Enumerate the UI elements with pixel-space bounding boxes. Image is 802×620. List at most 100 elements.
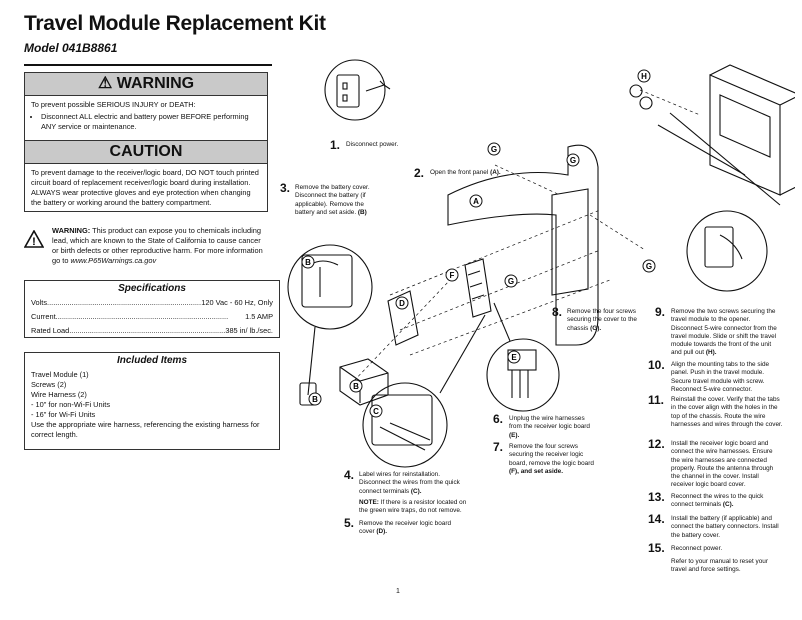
spec-label: Rated Load xyxy=(31,326,70,335)
page-number: 1 xyxy=(396,588,400,595)
included-item: Use the appropriate wire harness, refere… xyxy=(31,420,260,439)
step-text: Remove the receiver logic board cover (D… xyxy=(359,520,459,537)
step-ref: (D). xyxy=(376,528,388,536)
step-number: 11. xyxy=(648,393,665,407)
step-text-body: Install the battery (if applicable) and … xyxy=(671,515,779,539)
step-ref: (H). xyxy=(705,349,717,357)
step-ref: (C). xyxy=(722,501,734,509)
step-text: Disconnect power. xyxy=(346,141,456,149)
included-items-title: Included Items xyxy=(116,355,187,366)
included-item: Wire Harness (2) xyxy=(31,390,87,399)
caution-triangle-icon: ! xyxy=(24,230,44,248)
logic-board-cover-part xyxy=(387,290,419,346)
specifications-title: Specifications xyxy=(118,283,186,294)
prop65-link[interactable]: www.P65Warnings.ca.gov xyxy=(70,256,157,265)
callout-letter-d: D xyxy=(399,299,405,308)
step-text: Reconnect the wires to the quick connect… xyxy=(671,493,783,510)
power-plug-icon xyxy=(365,80,391,92)
step-ref: (F), and set aside. xyxy=(509,467,563,475)
step-ref: (E). xyxy=(509,431,520,439)
caution-body: To prevent damage to the receiver/logic … xyxy=(25,164,267,212)
step-text-body: Remove the four screws securing the cove… xyxy=(567,308,637,332)
step-text: Reinstall the cover. Verify that the tab… xyxy=(671,396,783,429)
step-text-body: Open the front panel xyxy=(430,169,489,176)
step-text-body: Unplug the wire harnesses from the recei… xyxy=(509,415,590,431)
spec-leader: ........................................… xyxy=(47,298,202,307)
warning-bullet: Disconnect ALL electric and battery powe… xyxy=(41,112,261,132)
step-footer-text: Refer to your manual to reset your trave… xyxy=(671,558,768,574)
receiver-logic-board-part xyxy=(464,258,492,318)
note-label: NOTE: xyxy=(359,498,379,506)
step-text-body: Install the receiver logic board and con… xyxy=(671,440,774,489)
document-title: Travel Module Replacement Kit xyxy=(24,12,326,35)
step-text-body: Disconnect power. xyxy=(346,141,399,148)
callout-letter-f: F xyxy=(450,271,455,280)
warning-header: ⚠ WARNING xyxy=(25,73,267,96)
step-text: Reconnect power. xyxy=(671,545,783,553)
harness-detail-circle xyxy=(486,338,560,412)
caution-heading: CAUTION xyxy=(109,143,183,160)
step-text: Open the front panel (A). xyxy=(430,169,550,177)
callout-letter-g: G xyxy=(646,262,652,271)
step-text: Label wires for reinstallation. Disconne… xyxy=(359,471,469,515)
included-items-box: Included Items Travel Module (1) Screws … xyxy=(24,352,280,450)
step-text-body: Remove the four screws securing the rece… xyxy=(509,443,594,467)
step-text-body: Label wires for reinstallation. Disconne… xyxy=(359,471,460,495)
battery-detail-circle xyxy=(287,244,373,330)
step-number: 13. xyxy=(648,490,665,504)
model-number: Model 041B8861 xyxy=(24,41,118,55)
step-text-body: Remove the receiver logic board cover xyxy=(359,520,451,536)
callout-letter-b: B xyxy=(353,382,359,391)
callout-letter-c: C xyxy=(373,407,379,416)
prop65-text: WARNING: This product can expose you to … xyxy=(52,226,268,266)
specifications-box: Specifications Volts ...................… xyxy=(24,280,280,338)
callout-letter-g: G xyxy=(570,156,576,165)
step-text-body: Reinstall the cover. Verify that the tab… xyxy=(671,396,783,428)
spec-row: Volts ..................................… xyxy=(31,298,273,307)
note-text: If there is a resistor located on the gr… xyxy=(359,498,467,515)
step-text-body: Reconnect power. xyxy=(671,545,723,552)
step-text-body: Remove the battery cover. Disconnect the… xyxy=(295,184,370,216)
step-number: 1. xyxy=(330,138,341,152)
spec-row: Rated Load .............................… xyxy=(31,326,273,335)
callout-letter-b: B xyxy=(305,258,311,267)
callout-letter-h: H xyxy=(641,72,647,81)
step-text: Align the mounting tabs to the side pane… xyxy=(671,361,783,394)
step-number: 12. xyxy=(648,437,665,451)
warning-triangle-icon: ⚠ xyxy=(97,75,113,92)
title-rule xyxy=(24,64,272,66)
step-number: 5. xyxy=(344,516,355,530)
step-number: 4. xyxy=(344,468,355,482)
step-text: Install the receiver logic board and con… xyxy=(671,440,783,490)
included-item: Screws (2) xyxy=(31,380,67,389)
step-ref: (C). xyxy=(410,487,422,495)
step-ref: (B) xyxy=(357,208,367,216)
step-text: Install the battery (if applicable) and … xyxy=(671,515,783,540)
step-number: 3. xyxy=(280,181,291,195)
step-number: 8. xyxy=(552,305,563,319)
travel-module-detail-circle xyxy=(686,210,768,292)
terminal-detail-circle xyxy=(362,382,448,468)
step-number: 14. xyxy=(648,512,665,526)
step-text: Remove the four screws securing the cove… xyxy=(567,308,645,333)
callout-letter-g: G xyxy=(491,145,497,154)
step-text: Remove the four screws securing the rece… xyxy=(509,443,597,476)
spec-value: 120 Vac - 60 Hz, Only xyxy=(201,298,273,307)
callout-letter-g: G xyxy=(508,277,514,286)
callout-letter-a: A xyxy=(473,197,479,206)
step-text-body: Remove the two screws securing the trave… xyxy=(671,308,777,357)
step-number: 7. xyxy=(493,440,504,454)
battery-part xyxy=(339,358,389,406)
svg-text:!: ! xyxy=(32,236,36,248)
outlet-detail-circle xyxy=(324,59,386,121)
included-item: - 16" for Wi-Fi Units xyxy=(31,410,96,419)
exploded-view-diagram: A B B B C D E F G G G G H xyxy=(287,59,795,468)
step-text: Unplug the wire harnesses from the recei… xyxy=(509,415,597,440)
spec-value: 385 in/ lb./sec. xyxy=(225,326,273,335)
caution-line-2: ALWAYS wear protective gloves and eye pr… xyxy=(31,188,251,207)
warning-body: To prevent possible SERIOUS INJURY or DE… xyxy=(25,96,267,136)
prop65-body: This product can expose you to chemicals… xyxy=(52,226,263,265)
spec-value: 1.5 AMP xyxy=(245,312,273,321)
outlet-plate xyxy=(336,74,360,108)
warning-line: To prevent possible SERIOUS INJURY or DE… xyxy=(31,100,196,109)
